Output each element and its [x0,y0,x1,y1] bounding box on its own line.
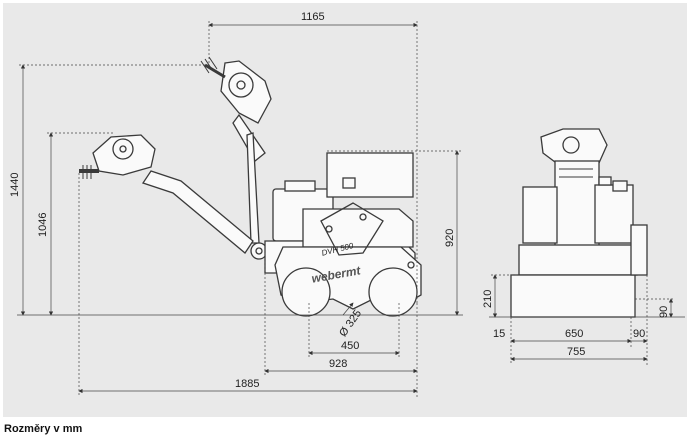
dim-15: 15 [493,328,505,340]
dim-90: 90 [633,328,645,340]
dimension-lines [17,21,463,397]
front-dimension-lines [489,274,685,365]
dim-1165: 1165 [301,11,325,23]
dim-1046: 1046 [37,213,49,237]
dim-210: 210 [482,290,494,308]
dim-920: 920 [444,229,456,247]
caption: Rozměry v mm [4,423,83,435]
upper-handle [200,56,272,244]
dim-90-right: 90 [658,306,670,318]
dim-755: 755 [567,346,585,358]
side-view-machine: DVH 500 webermt [79,56,422,317]
dim-928: 928 [329,358,347,370]
drawing-panel: DVH 500 webermt [3,3,687,417]
front-view-machine [510,128,648,318]
dim-1440: 1440 [9,173,21,197]
dim-650: 650 [565,328,583,340]
lower-handle [79,134,268,260]
technical-drawing: DVH 500 webermt [9,11,685,397]
drum-frame [274,202,422,317]
dim-drum-diameter: Ø 325 [337,308,364,339]
dim-1885: 1885 [235,378,259,390]
dim-450: 450 [341,340,359,352]
